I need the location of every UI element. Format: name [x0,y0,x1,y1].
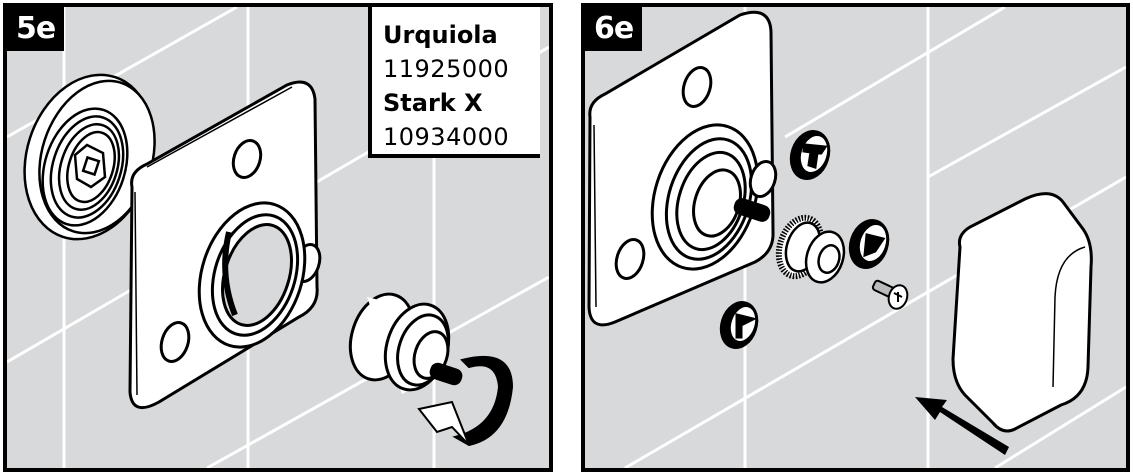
step-number-label: 5e [7,7,65,51]
step-6e-panel: 6e [581,3,1130,472]
push-arrow-icon [915,397,1009,455]
cover-cap-top-icon [789,130,831,180]
cover-cap-right-icon [848,219,890,269]
adapter-icon [775,214,846,284]
step-6e-illustration [587,7,1126,468]
screw-icon [871,279,909,310]
product-label-box: Urquiola 11925000 Stark X 10934000 [368,7,540,158]
handle-icon [951,192,1093,433]
cartridge-icon [348,292,463,394]
product-number-stark-x: 10934000 [383,123,510,151]
product-name-urquiola: Urquiola [383,21,498,49]
product-name-stark-x: Stark X [383,89,483,117]
product-number-urquiola: 11925000 [383,55,510,83]
step-number-label: 6e [585,7,643,51]
step-5e-illustration [7,7,549,468]
cover-cap-bottom-icon [719,301,759,349]
rotate-arrow-icon [417,355,514,447]
mounting-plate-icon [587,10,778,327]
mounting-plate-icon [128,80,322,410]
step-5e-panel: 5e Urquiola 11925000 Stark X 10934000 [3,3,553,472]
